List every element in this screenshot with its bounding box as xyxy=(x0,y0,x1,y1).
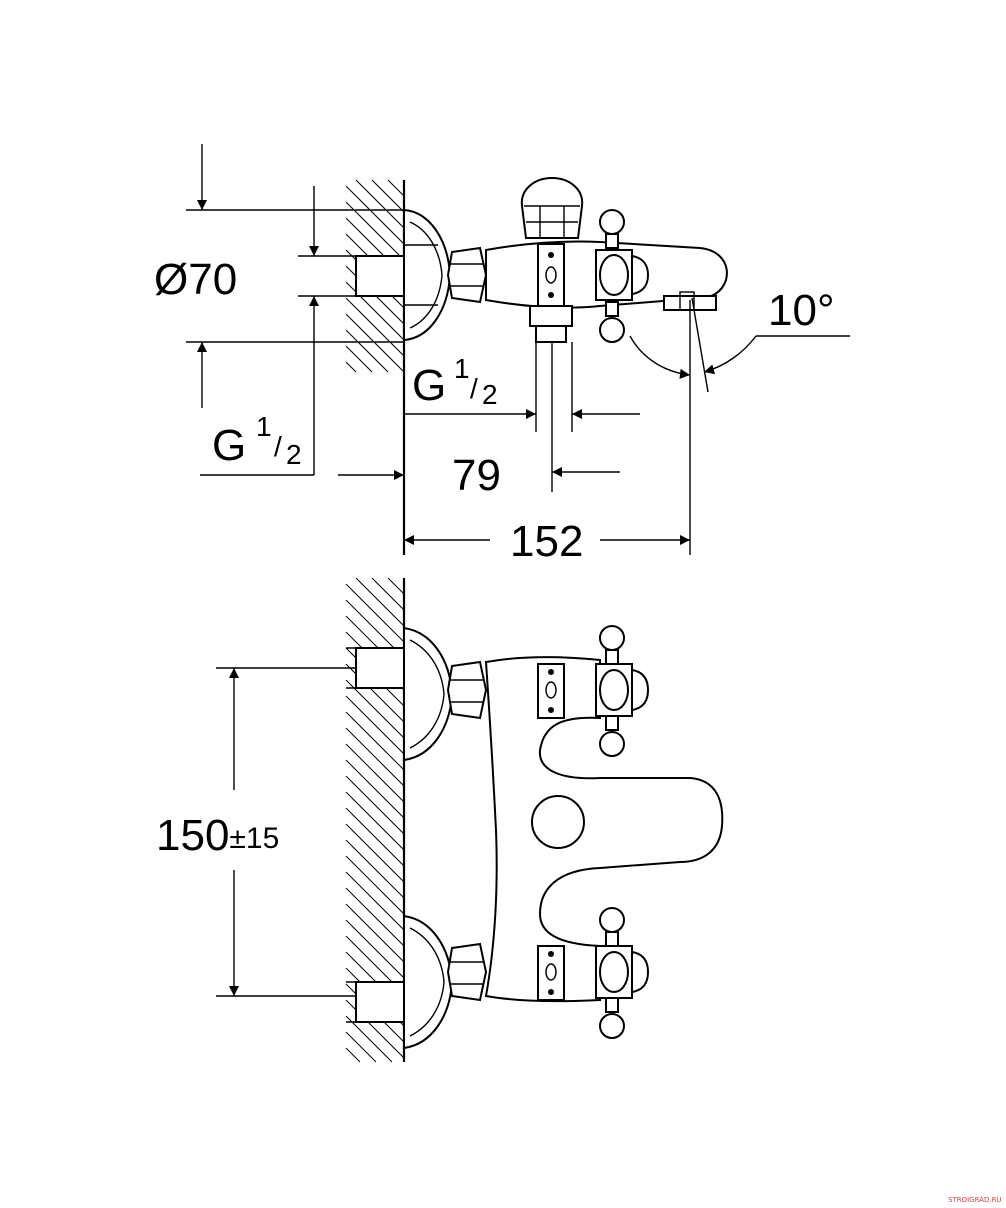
dim-150-label: 150±15 xyxy=(156,811,279,860)
svg-text:2: 2 xyxy=(286,439,302,470)
svg-text:1: 1 xyxy=(454,353,470,384)
hatch-line xyxy=(345,855,405,915)
hatch-line xyxy=(345,887,405,947)
hatch-line xyxy=(345,345,373,373)
thread-top-label: G xyxy=(412,361,446,410)
wall-flange xyxy=(403,208,452,342)
hatch-line xyxy=(345,313,405,373)
inlet-lower xyxy=(355,981,405,1023)
hex-nut-upper xyxy=(446,660,488,720)
diameter-label: Ø70 xyxy=(154,255,237,304)
hatch-line xyxy=(345,823,405,883)
hatch-line xyxy=(345,727,405,787)
hatch-line xyxy=(345,695,405,755)
top-view: 150±15 xyxy=(156,577,724,1063)
hatch-line xyxy=(345,1047,361,1063)
hatch-line xyxy=(345,329,389,373)
inlet-upper xyxy=(355,647,405,689)
hatch-line xyxy=(345,791,405,851)
hatch-line xyxy=(345,185,405,245)
svg-text:1: 1 xyxy=(256,411,272,442)
mixer-body-top xyxy=(484,656,724,1003)
hatch-line xyxy=(387,179,405,197)
thread-left-label: G xyxy=(212,421,246,470)
hatch-line xyxy=(345,775,405,835)
hatch-line xyxy=(345,759,405,819)
inlet-connector xyxy=(355,255,405,297)
hatch-line xyxy=(345,807,405,867)
hatch-line xyxy=(355,577,405,627)
bottom-outlet-nut xyxy=(529,305,573,327)
hatch-line xyxy=(345,1015,393,1063)
bottom-outlet xyxy=(535,325,567,343)
hatch-line xyxy=(345,871,405,931)
hatch-line xyxy=(345,711,405,771)
hatch-line xyxy=(355,179,405,229)
diverter-knob xyxy=(520,176,584,239)
hatch-line xyxy=(387,577,405,595)
dim-152-label: 152 xyxy=(510,517,583,566)
side-view: Ø70 G 1 / 2 G 1 / 2 79 152 10° xyxy=(154,144,850,566)
hatch-line xyxy=(371,577,405,611)
watermark: STROIGRAD.RU xyxy=(948,1196,1002,1204)
hatch-line xyxy=(345,361,357,373)
flange-lower xyxy=(403,914,454,1050)
diverter-round xyxy=(531,795,585,849)
flange-upper xyxy=(403,626,454,762)
hatch-line xyxy=(345,297,405,357)
svg-text:/: / xyxy=(274,431,282,462)
cross-handle-lower xyxy=(537,907,650,1039)
cross-handle-upper xyxy=(537,625,650,757)
hatch-line xyxy=(345,201,405,261)
hex-nut xyxy=(446,246,488,304)
angle-label: 10° xyxy=(768,286,835,335)
hex-nut-lower xyxy=(446,942,488,1002)
svg-text:/: / xyxy=(470,373,478,404)
hatch-line xyxy=(345,583,405,643)
hatch-line xyxy=(345,839,405,899)
hatch-line xyxy=(345,903,405,963)
hatch-line xyxy=(345,919,405,979)
svg-text:2: 2 xyxy=(482,379,498,410)
hatch-line xyxy=(371,179,405,213)
hatch-line xyxy=(345,743,405,803)
hatch-line xyxy=(345,1031,377,1063)
flange-inner-line xyxy=(409,221,443,329)
cross-handle-side xyxy=(595,209,650,343)
dim-79-label: 79 xyxy=(452,451,501,500)
hatch-line xyxy=(345,679,405,739)
